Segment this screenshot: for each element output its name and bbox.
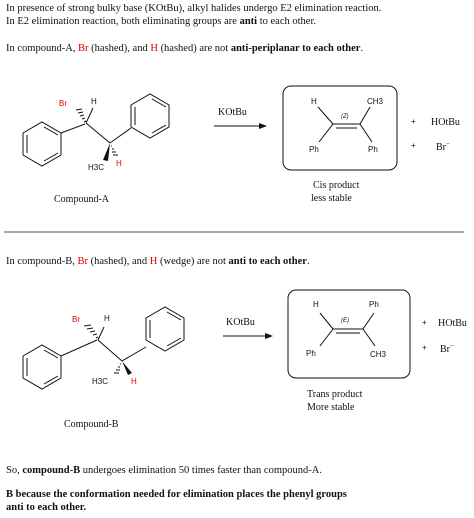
- compound-b-hashed-ch3-bond: [114, 363, 121, 374]
- compound-a-bond-c1-c2: [85, 122, 111, 144]
- compound-a-h-red-label: H: [116, 159, 122, 168]
- compound-b-bond-c1-phenyl: [60, 339, 98, 357]
- side-b-plus-1: +: [422, 318, 427, 327]
- product-a-bond-h: [317, 106, 334, 125]
- compound-a-bond-c1-h: [85, 107, 94, 124]
- side-b-minus-sign: −: [450, 342, 454, 350]
- conclusion: So, compound-B undergoes elimination 50 …: [6, 465, 322, 477]
- compound-a-hashed-h-bond: [111, 145, 118, 156]
- section-a-post: .: [360, 43, 364, 54]
- compound-b-h-red-label: H: [131, 377, 137, 386]
- section-b-mid2: (wedge) are not: [157, 256, 229, 267]
- side-a-br-text: Br: [436, 142, 447, 153]
- section-b-post: .: [306, 256, 310, 267]
- side-a-hotbu: HOtBu: [431, 117, 460, 128]
- product-b-bond-h: [319, 312, 334, 330]
- side-a-plus-1: +: [411, 117, 416, 126]
- product-b-box: [287, 289, 411, 379]
- side-a-minus-sign: −: [446, 140, 450, 148]
- side-a-plus-2: +: [411, 141, 416, 150]
- compound-b-label: Compound-B: [64, 419, 119, 430]
- intro-line-2-pre: In E2 elimination reaction, both elimina…: [6, 16, 240, 27]
- side-b-plus-2: +: [422, 343, 427, 352]
- product-a-ph-left-label: Ph: [309, 145, 319, 154]
- compound-b-h-top-label: H: [104, 314, 110, 323]
- compound-b-right-phenyl: [145, 306, 185, 352]
- product-a-box: [282, 85, 398, 171]
- compound-b-bond-c1-h: [97, 326, 105, 341]
- product-a-ph-right-label: Ph: [368, 145, 378, 154]
- product-b-bond-ch3: [362, 328, 376, 347]
- compound-a-h3c-label: H3C: [88, 163, 104, 172]
- intro-line-2-post: to each other.: [257, 16, 316, 27]
- product-a-caption-1: Cis product: [313, 180, 360, 191]
- side-b-br-minus: Br−: [440, 342, 454, 355]
- product-b-caption-2: More stable: [307, 402, 355, 413]
- section-b-mid1: (hashed), and: [87, 256, 150, 267]
- product-b-ph-top-label: Ph: [369, 300, 379, 309]
- intro-line-2: In E2 elimination reaction, both elimina…: [6, 16, 316, 28]
- compound-a-label: Compound-A: [54, 194, 110, 205]
- compound-a-h-top-label: H: [91, 97, 97, 106]
- product-a-caption-2: less stable: [311, 193, 352, 204]
- section-a-br: Br: [78, 43, 89, 54]
- side-a-br-minus: Br−: [436, 140, 450, 153]
- product-b-caption-1: Trans product: [307, 389, 363, 400]
- conclusion-pre: So,: [6, 465, 23, 476]
- compound-a-left-phenyl: [22, 121, 62, 167]
- section-a-pre: In compound-A,: [6, 43, 79, 54]
- section-a-bold: anti-periplanar to each other: [230, 43, 361, 54]
- conclusion-bold: compound-B: [22, 465, 81, 476]
- product-a-bond-ph-left: [318, 123, 334, 143]
- compound-b-hashed-br-bond: [83, 324, 99, 339]
- compound-a-hashed-br-bond: [75, 108, 87, 123]
- compound-a-bond-c1-phenyl: [60, 123, 86, 134]
- section-a-mid1: (hashed), and: [88, 43, 151, 54]
- compound-a-bond-c2-phenyl: [109, 127, 132, 144]
- product-a-stereo-label: (Z): [341, 114, 349, 120]
- reaction-arrow-b-head: [265, 333, 273, 339]
- answer-line-1: B because the conformation needed for el…: [6, 489, 347, 500]
- product-a-bond-ph-right: [359, 123, 373, 143]
- compound-b-br-label: Br: [72, 315, 80, 324]
- section-a-statement: In compound-A, Br (hashed), and H (hashe…: [6, 43, 363, 55]
- compound-b-h3c-label: H3C: [92, 377, 108, 386]
- compound-a-br-label: Br: [59, 99, 67, 108]
- product-b-bond-ph-left: [319, 328, 334, 347]
- intro-line-1: In presence of strong bulky base (KOtBu)…: [6, 3, 382, 14]
- conclusion-post: undergoes elimination 50 times faster th…: [80, 465, 322, 476]
- compound-b-left-phenyl: [22, 344, 62, 390]
- product-b-stereo-label: (E): [341, 318, 349, 324]
- product-b-ch3-label: CH3: [370, 350, 387, 359]
- product-a-bond-ch3: [359, 106, 371, 125]
- reagent-b: KOtBu: [226, 317, 255, 328]
- side-b-br-text: Br: [440, 344, 451, 355]
- section-a-mid2: (hashed) are not: [157, 43, 231, 54]
- product-b-bond-ph-top: [362, 312, 375, 330]
- compound-b-wedge-h-bond: [122, 361, 132, 375]
- answer-line-2: anti to each other.: [6, 502, 87, 513]
- reaction-arrow-a-head: [259, 123, 267, 129]
- intro-anti-bold: anti: [239, 16, 258, 27]
- section-b-bold: anti to each other: [228, 256, 307, 267]
- section-a-h: H: [150, 43, 158, 54]
- side-b-hotbu: HOtBu: [438, 318, 467, 329]
- compound-a-wedge-ch3-bond: [103, 143, 110, 161]
- section-b-br: Br: [77, 256, 88, 267]
- product-b-ph-left-label: Ph: [306, 349, 316, 358]
- compound-a-right-phenyl: [130, 93, 170, 139]
- compound-b-bond-c1-c2: [97, 339, 123, 362]
- compound-b-bond-c2-phenyl: [121, 346, 147, 362]
- section-b-h: H: [149, 256, 158, 267]
- section-b-statement: In compound-B, Br (hashed), and H (wedge…: [6, 256, 310, 268]
- product-a-ch3-label: CH3: [367, 97, 384, 106]
- product-a-h-label: H: [311, 97, 317, 106]
- product-b-h-label: H: [313, 300, 319, 309]
- section-b-pre: In compound-B,: [6, 256, 78, 267]
- reagent-a: KOtBu: [218, 107, 247, 118]
